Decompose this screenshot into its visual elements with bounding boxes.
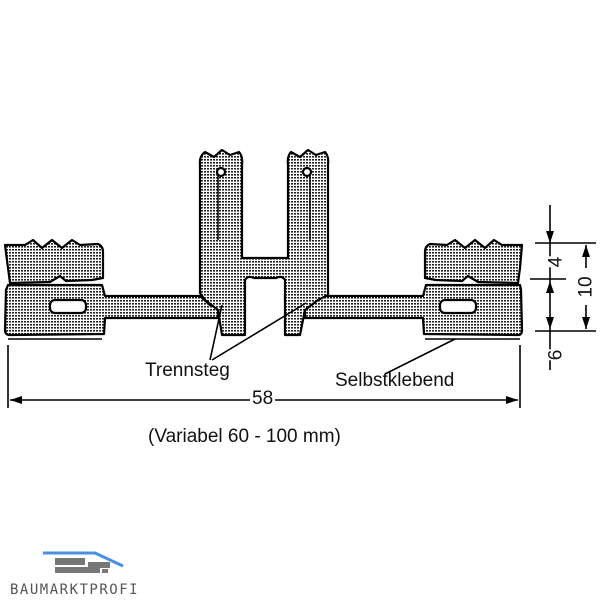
center-profile — [198, 148, 330, 337]
right-upper-block — [423, 238, 524, 285]
dimension-top: 4 — [545, 256, 568, 268]
left-slot — [48, 298, 88, 315]
right-lower-block — [303, 283, 524, 337]
dimension-total: 10 — [575, 276, 598, 298]
variabel-label: (Variabel 60 - 100 mm) — [148, 426, 341, 447]
left-upper-block — [3, 238, 105, 285]
right-slot — [438, 298, 478, 315]
baumarktprofi-logo — [43, 551, 124, 573]
width-label: 58 — [250, 388, 276, 410]
left-lower-block — [3, 283, 220, 337]
dimension-bottom: 6 — [545, 349, 568, 361]
logo-text: BAUMARKTPROFI — [10, 582, 140, 598]
trennsteg-leader — [209, 304, 223, 361]
selbstklebend-leader — [384, 338, 456, 375]
selbstklebend-label: Selbstklebend — [335, 370, 455, 391]
trennsteg-label: Trennsteg — [145, 360, 230, 381]
